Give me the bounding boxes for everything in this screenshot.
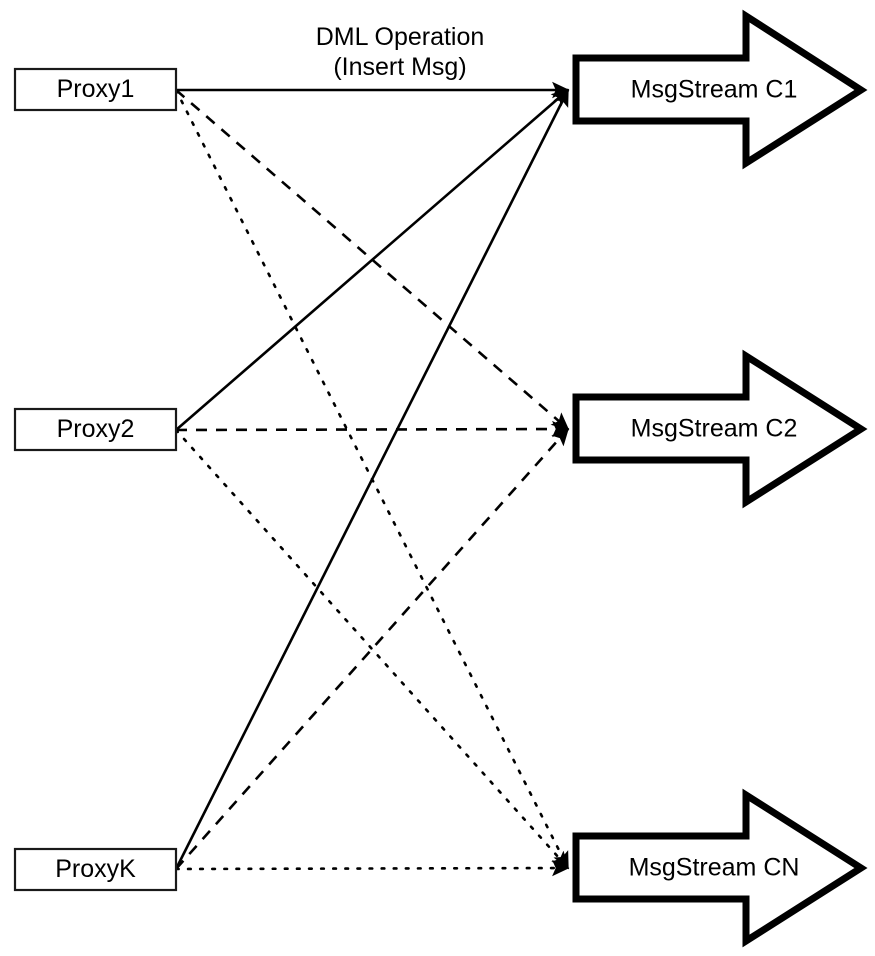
proxy-label: Proxy2 [57,415,135,443]
msgstream-arrow-shape [572,349,868,509]
edge-proxy2-c1 [175,89,570,431]
edge-proxy2-cn [174,428,570,870]
msgstream-label: MsgStream CN [629,854,800,882]
msgstream-node-msgstream-c1[interactable]: MsgStream C1 [572,9,868,170]
msgstream-arrow-shape [572,788,868,948]
edge-proxy1-c2 [175,89,570,430]
proxy-box-rect [13,407,178,452]
msgstream-arrow-shape [572,9,868,170]
msgstream-nodes-layer: MsgStream C1 MsgStream C2 MsgStream CN [572,9,868,948]
edge-proxyk-c1 [174,88,570,870]
edge-proxy2-c2 [175,420,570,438]
proxy-label: ProxyK [55,855,136,883]
edge-proxyk-cn [174,859,570,877]
edges-layer [174,81,570,877]
proxy-label: Proxy1 [57,75,135,103]
caption-line-insert-msg: (Insert Msg) [333,53,466,81]
proxy-box-rect [13,847,178,892]
msgstream-label: MsgStream C1 [631,76,798,104]
proxy-node-proxy1[interactable]: Proxy1 [13,67,178,112]
proxy-node-proxyk[interactable]: ProxyK [13,847,178,892]
caption-group: DML Operation (Insert Msg) [316,23,485,81]
msgstream-node-msgstream-cn[interactable]: MsgStream CN [572,788,868,948]
msgstream-label: MsgStream C2 [631,415,798,443]
proxy-node-proxy2[interactable]: Proxy2 [13,407,178,452]
proxy-box-rect [13,67,178,112]
msgstream-node-msgstream-c2[interactable]: MsgStream C2 [572,349,868,509]
caption-line-dml-operation: DML Operation [316,23,485,51]
